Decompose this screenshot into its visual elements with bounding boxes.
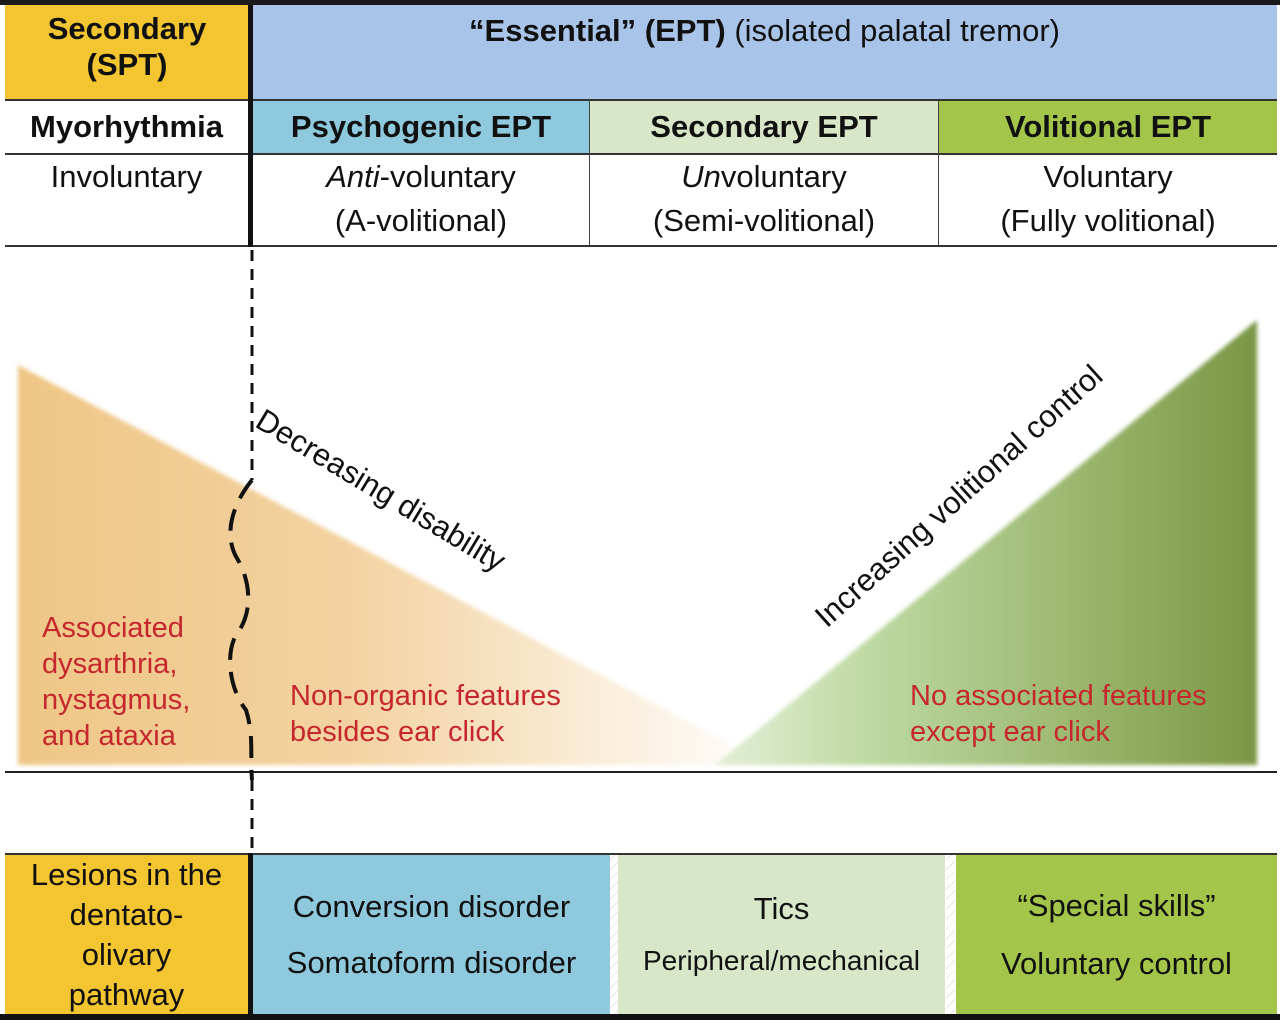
desc-rest: voluntary	[720, 159, 847, 194]
text-line: except ear click	[910, 716, 1110, 748]
header-spt-line2: (SPT)	[86, 47, 168, 82]
desc-rest: -voluntary	[379, 159, 516, 194]
zigzag-separator	[610, 855, 619, 1014]
increasing-volition-wedge	[715, 320, 1257, 765]
header-ept-title: “Essential” (EPT) (isolated palatal trem…	[469, 13, 1060, 49]
psychogenic-features-text: Non-organic features besides ear click	[290, 678, 561, 750]
divider	[5, 153, 1277, 155]
column-title-psychogenic-ept: Psychogenic EPT	[253, 101, 589, 153]
text-line: Voluntary control	[1001, 945, 1232, 981]
text-line: Somatoform disorder	[286, 944, 577, 980]
cause-volitional: “Special skills” Voluntary control	[956, 855, 1277, 1014]
volition-graphic	[5, 250, 1277, 852]
decreasing-disability-wedge	[18, 365, 770, 765]
column-title-text: Volitional EPT	[1004, 109, 1212, 144]
desc-line1: Anti-voluntary	[253, 155, 589, 199]
spt-ept-boundary	[248, 5, 253, 247]
text-line: No associated features	[910, 680, 1207, 712]
text-line: and ataxia	[42, 720, 176, 752]
column-title-text: Psychogenic EPT	[290, 109, 552, 144]
header-essential-ept: “Essential” (EPT) (isolated palatal trem…	[252, 5, 1277, 100]
text-line: nystagmus,	[42, 684, 191, 716]
text-line: Associated	[42, 612, 184, 644]
column-desc-secondary: Unvoluntary (Semi-volitional)	[590, 155, 938, 245]
text-line: besides ear click	[290, 716, 505, 748]
desc-line1: Unvoluntary	[590, 155, 938, 199]
desc-line1: Involuntary	[50, 159, 203, 194]
header-spt-line1: Secondary	[47, 11, 207, 46]
column-desc-myorhythmia: Involuntary	[5, 155, 248, 245]
column-title-volitional-ept: Volitional EPT	[939, 101, 1277, 153]
header-ept-bold: “Essential” (EPT)	[469, 13, 726, 48]
divider	[5, 853, 1277, 855]
text-line: dysarthria,	[42, 648, 178, 680]
text-line: olivary	[81, 936, 172, 972]
column-title-text: Myorhythmia	[30, 109, 223, 144]
column-title-text: Secondary EPT	[650, 109, 878, 144]
text-line: Tics	[753, 890, 810, 926]
header-secondary-spt: Secondary (SPT)	[5, 5, 249, 100]
desc-italic: Un	[681, 159, 721, 194]
text-line: dentato-	[69, 896, 184, 932]
desc-line2: (A-volitional)	[334, 203, 508, 238]
desc-italic: Anti	[326, 159, 380, 194]
column-divider	[938, 101, 939, 246]
divider	[5, 99, 1277, 101]
column-title-secondary-ept: Secondary EPT	[590, 101, 938, 153]
cause-spt-lesions: Lesions in the dentato- olivary pathway	[5, 855, 248, 1014]
text-line: Non-organic features	[290, 680, 561, 712]
bottom-border	[0, 1014, 1280, 1020]
desc-line1: Voluntary	[1043, 159, 1173, 194]
spt-features-text: Associated dysarthria, nystagmus, and at…	[42, 610, 190, 754]
column-title-myorhythmia: Myorhythmia	[5, 101, 248, 153]
column-desc-volitional: Voluntary (Fully volitional)	[939, 155, 1277, 245]
text-line: “Special skills”	[1017, 887, 1216, 923]
desc-line2: (Semi-volitional)	[652, 203, 876, 238]
volitional-features-text: No associated features except ear click	[910, 678, 1207, 750]
text-line: pathway	[68, 976, 185, 1012]
column-divider	[589, 101, 590, 246]
text-line: Conversion disorder	[292, 888, 571, 924]
top-border	[0, 0, 1280, 5]
zigzag-separator	[946, 855, 955, 1014]
spt-ept-boundary-bottom	[248, 853, 253, 1016]
divider	[5, 245, 1277, 247]
text-line: Peripheral/mechanical	[642, 944, 921, 976]
text-line: Lesions in the	[30, 856, 223, 892]
desc-line2: (Fully volitional)	[1000, 203, 1216, 238]
column-desc-psychogenic: Anti-voluntary (A-volitional)	[253, 155, 589, 245]
header-ept-subtitle: (isolated palatal tremor)	[725, 13, 1060, 48]
cause-psychogenic: Conversion disorder Somatoform disorder	[253, 855, 610, 1014]
cause-secondary: Tics Peripheral/mechanical	[618, 855, 945, 1014]
